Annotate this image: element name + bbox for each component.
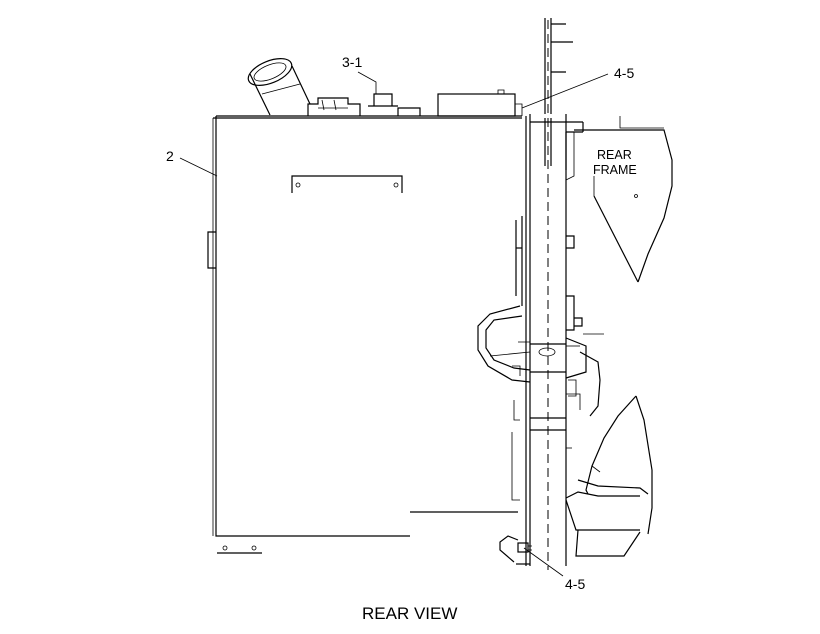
hose-bracket — [477, 305, 531, 383]
mounting-column — [516, 18, 584, 566]
callout-4-5-bottom: 4-5 — [565, 576, 585, 592]
lower-tire — [565, 351, 653, 557]
top-box — [437, 89, 523, 117]
center-block — [538, 337, 587, 379]
rear-frame — [565, 116, 673, 347]
callout-2: 2 — [166, 148, 174, 164]
callout-3-1: 3-1 — [342, 54, 362, 70]
bottom-bracket — [499, 535, 532, 563]
leader-lines — [179, 71, 609, 577]
rear-frame-label-line1: REAR — [597, 148, 632, 162]
tank-body — [207, 115, 522, 554]
sender-unit — [307, 97, 421, 116]
view-title: REAR VIEW — [362, 604, 457, 623]
column-brackets — [511, 216, 583, 501]
filler-neck — [247, 58, 311, 116]
rear-frame-label-line2: FRAME — [593, 163, 637, 177]
callout-4-5-top: 4-5 — [614, 65, 634, 81]
top-part-3-1 — [368, 93, 398, 107]
